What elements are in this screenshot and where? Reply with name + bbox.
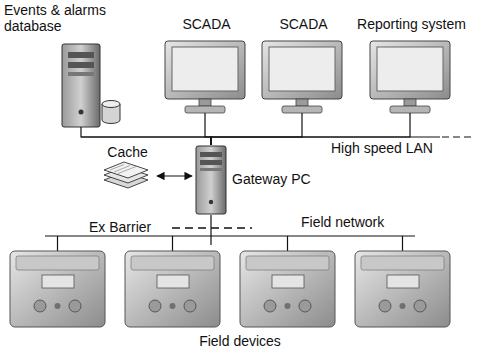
- gateway-pc: Gateway PC: [192, 145, 314, 215]
- field-network-line: [45, 235, 415, 236]
- server-icon: [62, 44, 100, 127]
- network-connector: [205, 113, 211, 145]
- field-device-icon: [240, 251, 335, 327]
- network-connector: [81, 127, 211, 145]
- monitor-icon: [370, 41, 450, 113]
- device-drops: [58, 236, 403, 251]
- node-label: Reporting system: [350, 16, 473, 32]
- field-devices-group: Field devices: [5, 245, 475, 355]
- node-label: SCADA: [163, 16, 250, 32]
- database-server: Events & alarms database: [2, 2, 135, 127]
- cache-store: Cache: [98, 140, 157, 192]
- node-label: Events & alarms database: [4, 2, 132, 34]
- network-connector: [157, 175, 192, 176]
- monitor-icon: [262, 41, 342, 113]
- lan-continuation: [442, 136, 475, 137]
- field-device-icon: [355, 251, 450, 327]
- network-connector: [211, 113, 302, 145]
- cache-stack-icon: [104, 162, 148, 188]
- disk-icon: [102, 101, 120, 124]
- field-device-icon: [125, 251, 220, 327]
- ex-barrier-line: [172, 227, 252, 228]
- field-device-icon: [10, 251, 105, 327]
- monitor-icon: [165, 41, 245, 113]
- node-label: Cache: [98, 144, 157, 160]
- node-label: Field devices: [5, 333, 475, 349]
- gateway-tower-icon: [196, 146, 226, 214]
- scada-station: SCADA: [260, 12, 347, 113]
- network-label: Field network: [300, 214, 385, 230]
- network-connector: [210, 215, 211, 245]
- scada-station: SCADA: [163, 12, 250, 113]
- barrier-label: Ex Barrier: [88, 219, 152, 235]
- node-label: Gateway PC: [232, 171, 311, 187]
- node-label: SCADA: [260, 16, 347, 32]
- network-label: High speed LAN: [330, 140, 434, 156]
- reporting-station: Reporting system: [350, 12, 473, 113]
